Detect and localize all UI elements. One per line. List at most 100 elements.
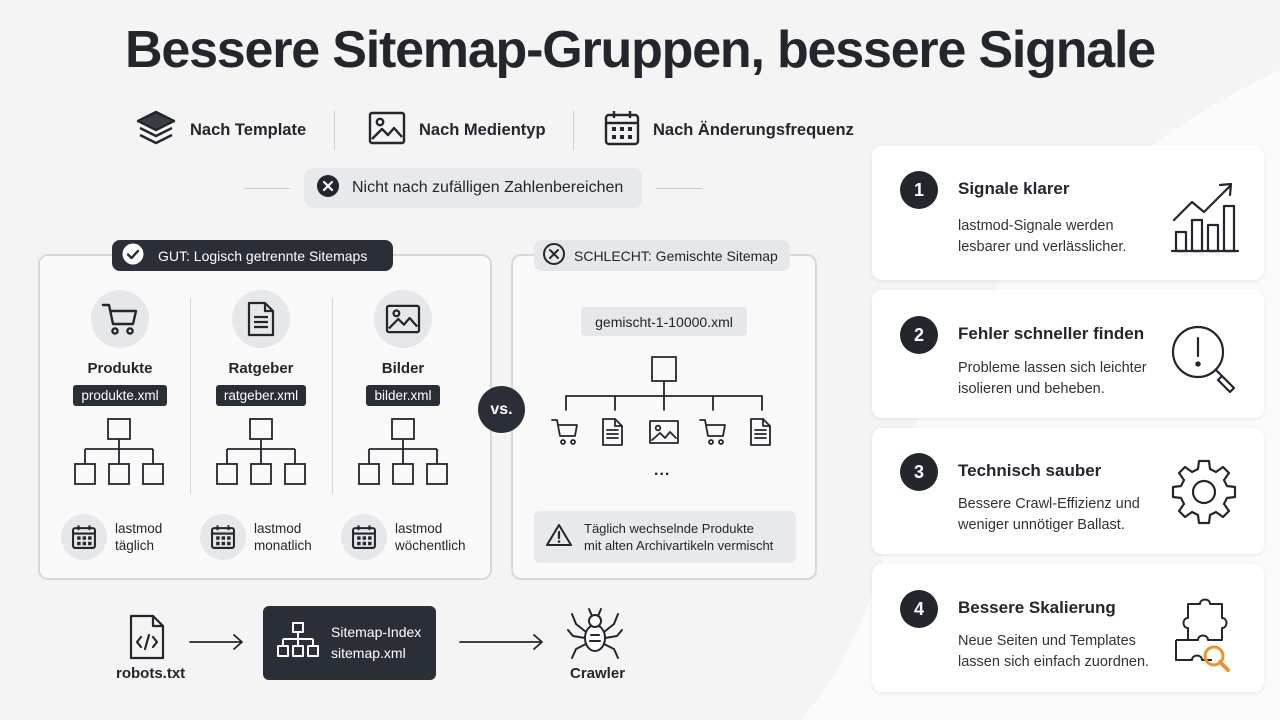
tree-produkte (74, 418, 164, 485)
benefit-desc-line: lastmod-Signale werden (958, 218, 1114, 234)
benefit-desc-line: Probleme lassen sich leichter (958, 360, 1147, 376)
benefit-card-4: 4 Bessere Skalierung Neue Seiten und Tem… (872, 564, 1264, 692)
code-file-icon (128, 614, 166, 665)
sitemap-index-box: Sitemap-Index sitemap.xml (263, 606, 436, 680)
arrow-right-icon (189, 634, 243, 650)
column-ratgeber: Ratgeber ratgeber.xml (190, 290, 332, 406)
good-header-label: GUT: Logisch getrennte Sitemaps (158, 247, 368, 264)
good-header: GUT: Logisch getrennte Sitemaps (112, 240, 393, 271)
document-icon (232, 290, 290, 348)
filter-template: Nach Template (134, 108, 306, 152)
vs-badge: vs. (478, 386, 525, 433)
step-number: 2 (900, 316, 938, 354)
step-number: 3 (900, 453, 938, 491)
robots-label: robots.txt (116, 665, 186, 682)
image-icon (367, 110, 407, 151)
lastmod-ratgeber: lastmod monatlich (200, 514, 312, 560)
mixed-file-badge: gemischt-1-10000.xml (581, 307, 747, 336)
warning-triangle-icon (546, 523, 572, 552)
ellipsis: ... (654, 462, 671, 479)
page-title: Bessere Sitemap-Gruppen, bessere Signale (125, 21, 1156, 79)
lastmod-bilder: lastmod wöchentlich (341, 514, 466, 560)
filter-label: Nach Medientyp (419, 120, 546, 139)
tree-ratgeber (216, 418, 306, 485)
bad-warning-line: mit alten Archivartikeln vermischt (584, 538, 774, 553)
x-circle-icon (316, 174, 340, 203)
warning-pill: Nicht nach zufälligen Zahlenbereichen (304, 168, 642, 208)
benefit-title: Signale klarer (958, 179, 1070, 198)
calendar-icon (61, 514, 107, 560)
spider-icon (566, 604, 624, 667)
step-number: 4 (900, 590, 938, 628)
divider (244, 188, 290, 189)
column-produkte: Produkte produkte.xml (49, 290, 191, 406)
benefit-desc-line: weniger unnötiger Ballast. (958, 517, 1125, 533)
bar-chart-trend-icon (1170, 180, 1240, 259)
file-badge: ratgeber.xml (215, 385, 307, 406)
divider (573, 110, 574, 150)
benefit-desc-line: lesbarer und verlässlicher. (958, 239, 1127, 255)
bad-warning: Täglich wechselnde Produkte mit alten Arc… (534, 511, 796, 563)
image-icon (649, 420, 679, 444)
step-number: 1 (900, 171, 938, 209)
file-badge: bilder.xml (366, 385, 440, 406)
index-file: sitemap.xml (331, 645, 406, 661)
tree-diagrams (74, 418, 448, 485)
lastmod-label: lastmod (115, 521, 163, 536)
bad-warning-line: Täglich wechselnde Produkte (584, 521, 754, 536)
benefit-title: Bessere Skalierung (958, 598, 1116, 617)
lastmod-produkte: lastmod täglich (61, 514, 162, 560)
lastmod-label: lastmod (395, 521, 443, 536)
benefit-card-3: 3 Technisch sauber Bessere Crawl-Effizie… (872, 428, 1264, 554)
calendar-icon (603, 109, 641, 152)
lastmod-value: monatlich (254, 538, 312, 553)
magnifier-alert-icon (1170, 324, 1240, 401)
warning-label: Nicht nach zufälligen Zahlenbereichen (352, 179, 624, 196)
tree-bilder (358, 418, 448, 485)
benefit-desc-line: isolieren und beheben. (958, 381, 1105, 397)
lastmod-value: wöchentlich (395, 538, 466, 553)
divider (334, 110, 335, 150)
gear-icon (1170, 458, 1238, 531)
calendar-icon (341, 514, 387, 560)
benefit-title: Fehler schneller finden (958, 324, 1145, 343)
benefit-card-2: 2 Fehler schneller finden Probleme lasse… (872, 290, 1264, 418)
benefit-desc-line: lassen sich einfach zuordnen. (958, 654, 1150, 670)
filter-label: Nach Änderungsfrequenz (653, 120, 854, 139)
arrow-right-icon (459, 634, 543, 650)
x-circle-outline-icon (542, 242, 566, 269)
benefit-card-1: 1 Signale klarer lastmod-Signale werden l… (872, 146, 1264, 280)
check-circle-icon (122, 243, 144, 268)
column-divider (190, 298, 191, 494)
column-name: Bilder (381, 360, 425, 377)
filter-media: Nach Medientyp (367, 108, 546, 152)
benefit-desc-line: Neue Seiten und Templates (958, 633, 1136, 649)
sitemap-tree-icon (277, 621, 319, 666)
calendar-icon (200, 514, 246, 560)
benefit-title: Technisch sauber (958, 461, 1102, 480)
index-title: Sitemap-Index (331, 624, 422, 640)
column-divider (332, 298, 333, 494)
layers-icon (134, 108, 178, 153)
filter-frequency: Nach Änderungsfrequenz (603, 108, 854, 152)
filter-label: Nach Template (190, 120, 307, 139)
divider (656, 188, 702, 189)
bad-header-label: SCHLECHT: Gemischte Sitemap (574, 247, 778, 264)
lastmod-value: täglich (115, 538, 155, 553)
mixed-tree-diagram (551, 356, 771, 446)
cart-icon (551, 419, 578, 445)
bad-header: SCHLECHT: Gemischte Sitemap (534, 240, 790, 271)
cart-icon (91, 290, 149, 348)
cart-icon (699, 419, 726, 445)
benefit-desc-line: Bessere Crawl-Effizienz und (958, 496, 1140, 512)
image-icon (374, 290, 432, 348)
column-name: Produkte (87, 360, 153, 377)
lastmod-label: lastmod (254, 521, 302, 536)
puzzle-search-icon (1170, 596, 1242, 677)
crawler-label: Crawler (570, 665, 626, 682)
document-icon (602, 418, 623, 446)
file-badge: produkte.xml (73, 385, 167, 406)
document-icon (750, 418, 771, 446)
column-name: Ratgeber (228, 360, 294, 377)
column-bilder: Bilder bilder.xml (332, 290, 474, 406)
